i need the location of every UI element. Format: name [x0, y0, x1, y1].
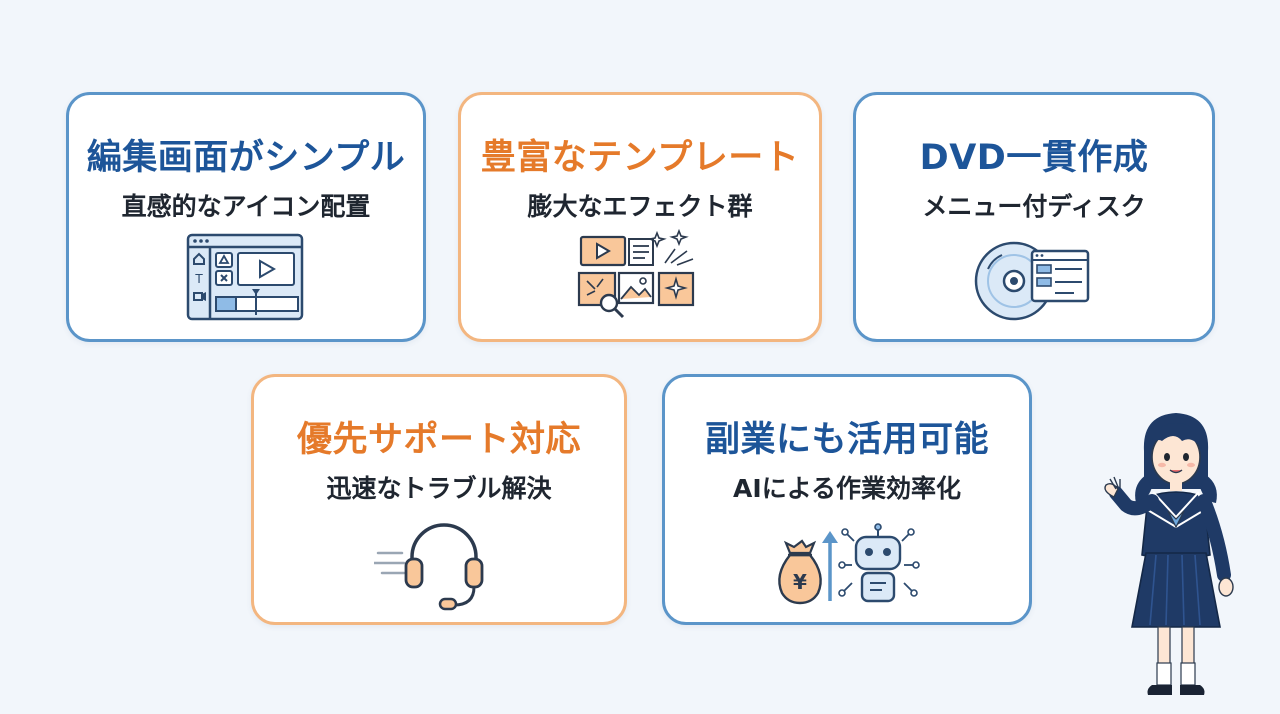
card-subtitle: 膨大なエフェクト群: [527, 192, 753, 221]
card-title: 副業にも活用可能: [704, 420, 989, 460]
svg-text:T: T: [194, 272, 203, 286]
card-title: 編集画面がシンプル: [86, 138, 406, 178]
card-subtitle: 迅速なトラブル解決: [326, 474, 552, 503]
svg-text:¥: ¥: [793, 570, 807, 594]
card-subtitle: AIによる作業効率化: [733, 474, 961, 503]
card-subtitle: 直感的なアイコン配置: [121, 192, 371, 221]
money-robot-icon: ¥: [772, 519, 922, 613]
headset-icon: [372, 517, 504, 615]
feature-card-simple-editor: 編集画面がシンプル 直感的なアイコン配置 T: [66, 92, 426, 342]
card-subtitle: メニュー付ディスク: [922, 192, 1146, 221]
card-title: 豊富なテンプレート: [480, 138, 800, 178]
editor-window-icon: T: [186, 233, 306, 327]
card-title: 優先サポート対応: [296, 420, 581, 460]
feature-card-templates: 豊富なテンプレート 膨大なエフェクト群: [458, 92, 822, 342]
feature-card-dvd: DVD一貫作成 メニュー付ディスク: [853, 92, 1215, 342]
feature-card-side-business: 副業にも活用可能 AIによる作業効率化 ¥: [662, 374, 1032, 625]
feature-card-support: 優先サポート対応 迅速なトラブル解決: [251, 374, 627, 625]
schoolgirl-presenter-illustration: [1096, 405, 1246, 709]
effects-template-icon: [575, 228, 705, 325]
card-title: DVD一貫作成: [919, 138, 1149, 178]
dvd-menu-icon: [974, 233, 1094, 327]
